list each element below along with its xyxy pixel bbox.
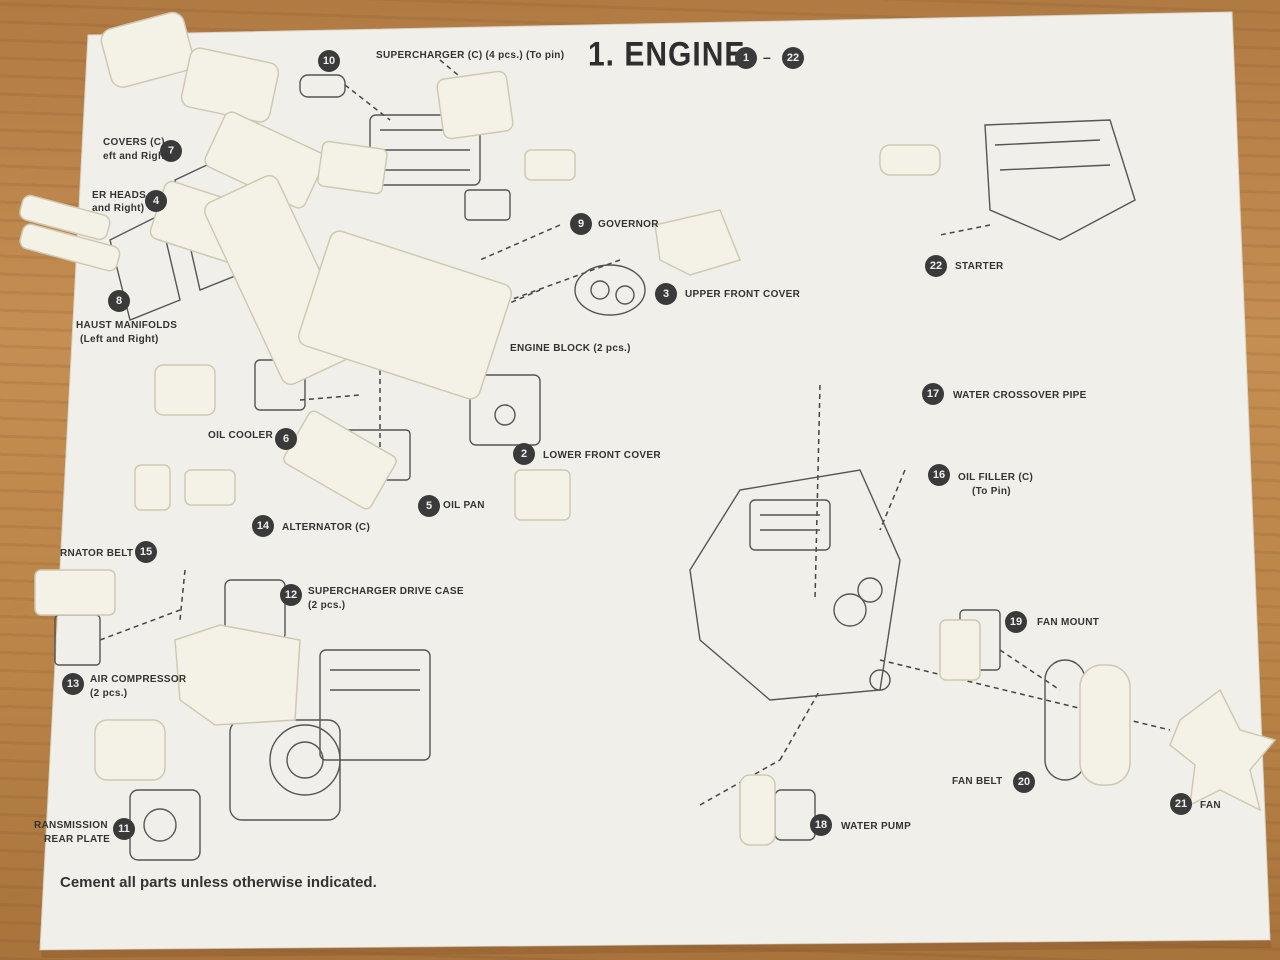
part-number-19: 19 (1005, 611, 1027, 633)
oil-pan-part (283, 410, 397, 510)
part-label-transmission-2: REAR PLATE (44, 834, 111, 845)
governor-part (524, 149, 576, 181)
part-label-water-pump: WATER PUMP (841, 821, 912, 832)
part-number-18: 18 (810, 814, 832, 836)
part-label-alternator-belt: RNATOR BELT (60, 548, 134, 559)
alternator-part (184, 469, 236, 506)
part-number-5: 5 (418, 495, 440, 517)
resin-parts (19, 11, 1277, 846)
part-label-covers-2: eft and Right) (103, 151, 172, 162)
paper-shadow (40, 940, 1272, 958)
rocker-cover-part (100, 11, 195, 88)
part-number-9: 9 (570, 213, 592, 235)
part-label-manifolds: HAUST MANIFOLDS (76, 320, 178, 331)
part-label-transmission: RANSMISSION (34, 820, 108, 831)
part-number-22: 22 (925, 255, 947, 277)
part-label-oil-pan: OIL PAN (443, 500, 485, 511)
part-number-20: 20 (1013, 771, 1035, 793)
title-range-dash: – (763, 49, 771, 65)
part-label-air-compressor-2: (2 pcs.) (90, 688, 128, 699)
part-number-17: 17 (922, 383, 944, 405)
air-compressor-part (34, 569, 116, 616)
rear-plate-part (94, 719, 166, 781)
part-label-alternator: ALTERNATOR (C) (282, 522, 371, 533)
rocker-cover-part (180, 47, 280, 123)
part-number-12: 12 (280, 584, 302, 606)
part-number-21: 21 (1170, 793, 1192, 815)
part-label-heads: ER HEADS (92, 190, 147, 201)
part-number-13: 13 (62, 673, 84, 695)
part-label-oil-filler-2: (To Pin) (972, 486, 1011, 497)
part-label-upper-front-cover: UPPER FRONT COVER (685, 289, 801, 300)
part-number-8: 8 (108, 290, 130, 312)
part-label-lower-front-cover: LOWER FRONT COVER (543, 450, 661, 461)
part-label-manifolds-2: (Left and Right) (80, 334, 159, 345)
part-number-14: 14 (252, 515, 274, 537)
lower-front-cover-part (514, 469, 571, 521)
engine-block-part (297, 230, 513, 400)
part-label-covers: COVERS (C) (103, 137, 165, 148)
manifold-part (19, 194, 111, 241)
page-title: 1. ENGINE (588, 35, 746, 74)
part-label-drive-case: SUPERCHARGER DRIVE CASE (308, 586, 464, 597)
part-number-7: 7 (160, 140, 182, 162)
drive-case-part (174, 624, 301, 726)
footnote: Cement all parts unless otherwise indica… (60, 874, 377, 891)
fan-belt-part (1079, 664, 1131, 786)
part-label-oil-cooler: OIL COOLER (208, 430, 274, 441)
oil-cooler-part (154, 364, 216, 416)
alternator-part (134, 464, 171, 511)
title-range-start: 1 (735, 47, 757, 69)
part-label-fan-belt: FAN BELT (952, 776, 1003, 787)
part-number-6: 6 (275, 428, 297, 450)
part-number-3: 3 (655, 283, 677, 305)
starter-part (879, 144, 941, 176)
part-number-2: 2 (513, 443, 535, 465)
part-label-fan: FAN (1200, 800, 1221, 811)
part-label-heads-2: and Right) (92, 203, 145, 214)
part-label-supercharger: SUPERCHARGER (C) (4 pcs.) (To pin) (376, 50, 565, 61)
manifold-part (19, 223, 121, 272)
part-label-starter: STARTER (955, 261, 1004, 272)
water-pump-part (739, 774, 776, 846)
supercharger-part (317, 140, 388, 195)
part-label-drive-case-2: (2 pcs.) (308, 600, 346, 611)
part-label-air-compressor: AIR COMPRESSOR (90, 674, 187, 685)
part-number-11: 11 (113, 818, 135, 840)
fan-part (1169, 688, 1277, 812)
part-label-governor: GOVERNOR (598, 219, 659, 230)
part-label-engine-block: ENGINE BLOCK (2 pcs.) (510, 343, 631, 354)
title-range-end: 22 (782, 47, 804, 69)
part-number-10: 10 (318, 50, 340, 72)
part-number-15: 15 (135, 541, 157, 563)
part-number-4: 4 (145, 190, 167, 212)
fan-mount-part (939, 619, 981, 681)
supercharger-part (436, 70, 514, 140)
part-label-water-crossover-pipe: WATER CROSSOVER PIPE (953, 390, 1087, 401)
part-label-fan-mount: FAN MOUNT (1037, 617, 1100, 628)
part-label-oil-filler: OIL FILLER (C) (958, 472, 1034, 483)
part-number-16: 16 (928, 464, 950, 486)
upper-front-cover-part (654, 209, 742, 276)
